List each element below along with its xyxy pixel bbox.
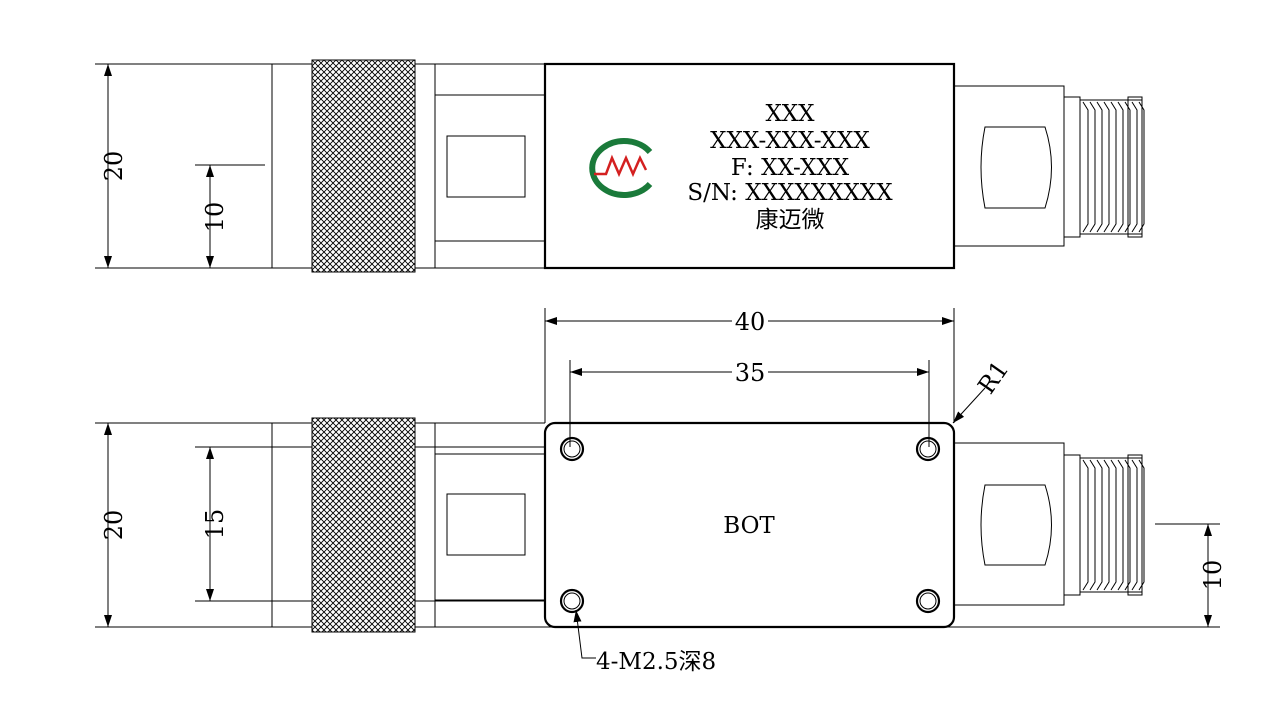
- thread-line: [1089, 101, 1096, 233]
- bottom-dim-total-height: 20: [100, 423, 128, 627]
- bottom-dim-total-height-label: 20: [100, 510, 128, 541]
- thread-line: [1103, 101, 1110, 233]
- hole-callout-label: 4-M2.5深8: [596, 649, 716, 675]
- top-label-text: XXX XXX-XXX-XXX F: XX-XXX S/N: XXXXXXXXX…: [687, 101, 893, 233]
- thread-line: [1103, 459, 1110, 591]
- bottom-right-connector: [953, 442, 1145, 606]
- mounting-hole: [559, 588, 585, 614]
- top-dim-total-height-label: 20: [100, 151, 128, 182]
- top-threads: [1079, 99, 1145, 235]
- thread-line: [1131, 101, 1138, 233]
- top-view: 20 10 XXX XXX-XXX-XXX F: XX-XXX: [95, 59, 1145, 273]
- thread-line: [1117, 101, 1124, 233]
- mounting-hole: [915, 436, 941, 462]
- thread-line: [1089, 459, 1096, 591]
- thread-line: [1117, 459, 1124, 591]
- bottom-dim-hole-span-label: 15: [201, 509, 229, 540]
- thread-line: [1131, 459, 1138, 591]
- top-left-connector: [271, 59, 546, 273]
- bottom-dim-connector-offset-label: 10: [1199, 560, 1227, 591]
- mounting-hole: [915, 588, 941, 614]
- cmw-logo-icon: [589, 138, 653, 198]
- top-dim-total-height: 20: [100, 64, 128, 268]
- bottom-dim-connector-offset: 10: [1199, 524, 1227, 627]
- label-line-2: XXX-XXX-XXX: [710, 128, 870, 154]
- top-dim-half-height: 10: [201, 165, 229, 268]
- bottom-knurled-nut: [311, 417, 416, 633]
- thread-line: [1082, 101, 1089, 233]
- bottom-center-label: BOT: [723, 513, 775, 539]
- bottom-dim-hole-span: 15: [201, 447, 229, 601]
- bottom-threads: [1079, 457, 1145, 593]
- bottom-extension-lines: [95, 308, 1220, 628]
- bottom-dim-corner-radius: R1: [952, 356, 1014, 424]
- label-line-4: S/N: XXXXXXXXX: [687, 180, 893, 206]
- bottom-dim-body-length: 40: [545, 308, 954, 336]
- bottom-dim-hole-spacing: 35: [570, 359, 929, 387]
- bottom-view: 40 35 R1 20 15 10: [95, 308, 1227, 675]
- thread-line: [1082, 459, 1089, 591]
- thread-line: [1096, 101, 1103, 233]
- thread-line: [1110, 459, 1117, 591]
- bottom-left-connector: [271, 417, 546, 633]
- mounting-hole: [559, 436, 585, 462]
- top-dim-half-height-label: 10: [201, 202, 229, 233]
- thread-line: [1096, 459, 1103, 591]
- label-line-1: XXX: [765, 101, 815, 127]
- top-right-connector: [953, 85, 1145, 247]
- mounting-holes: [559, 436, 941, 614]
- top-knurled-nut: [311, 59, 416, 273]
- thread-line: [1110, 101, 1117, 233]
- bottom-dim-body-length-label: 40: [735, 308, 766, 336]
- hole-callout: 4-M2.5深8: [573, 609, 716, 675]
- label-line-3: F: XX-XXX: [731, 155, 850, 181]
- bottom-dim-corner-radius-label: R1: [972, 356, 1014, 399]
- label-line-5: 康迈微: [756, 207, 825, 233]
- bottom-dim-hole-spacing-label: 35: [735, 359, 766, 387]
